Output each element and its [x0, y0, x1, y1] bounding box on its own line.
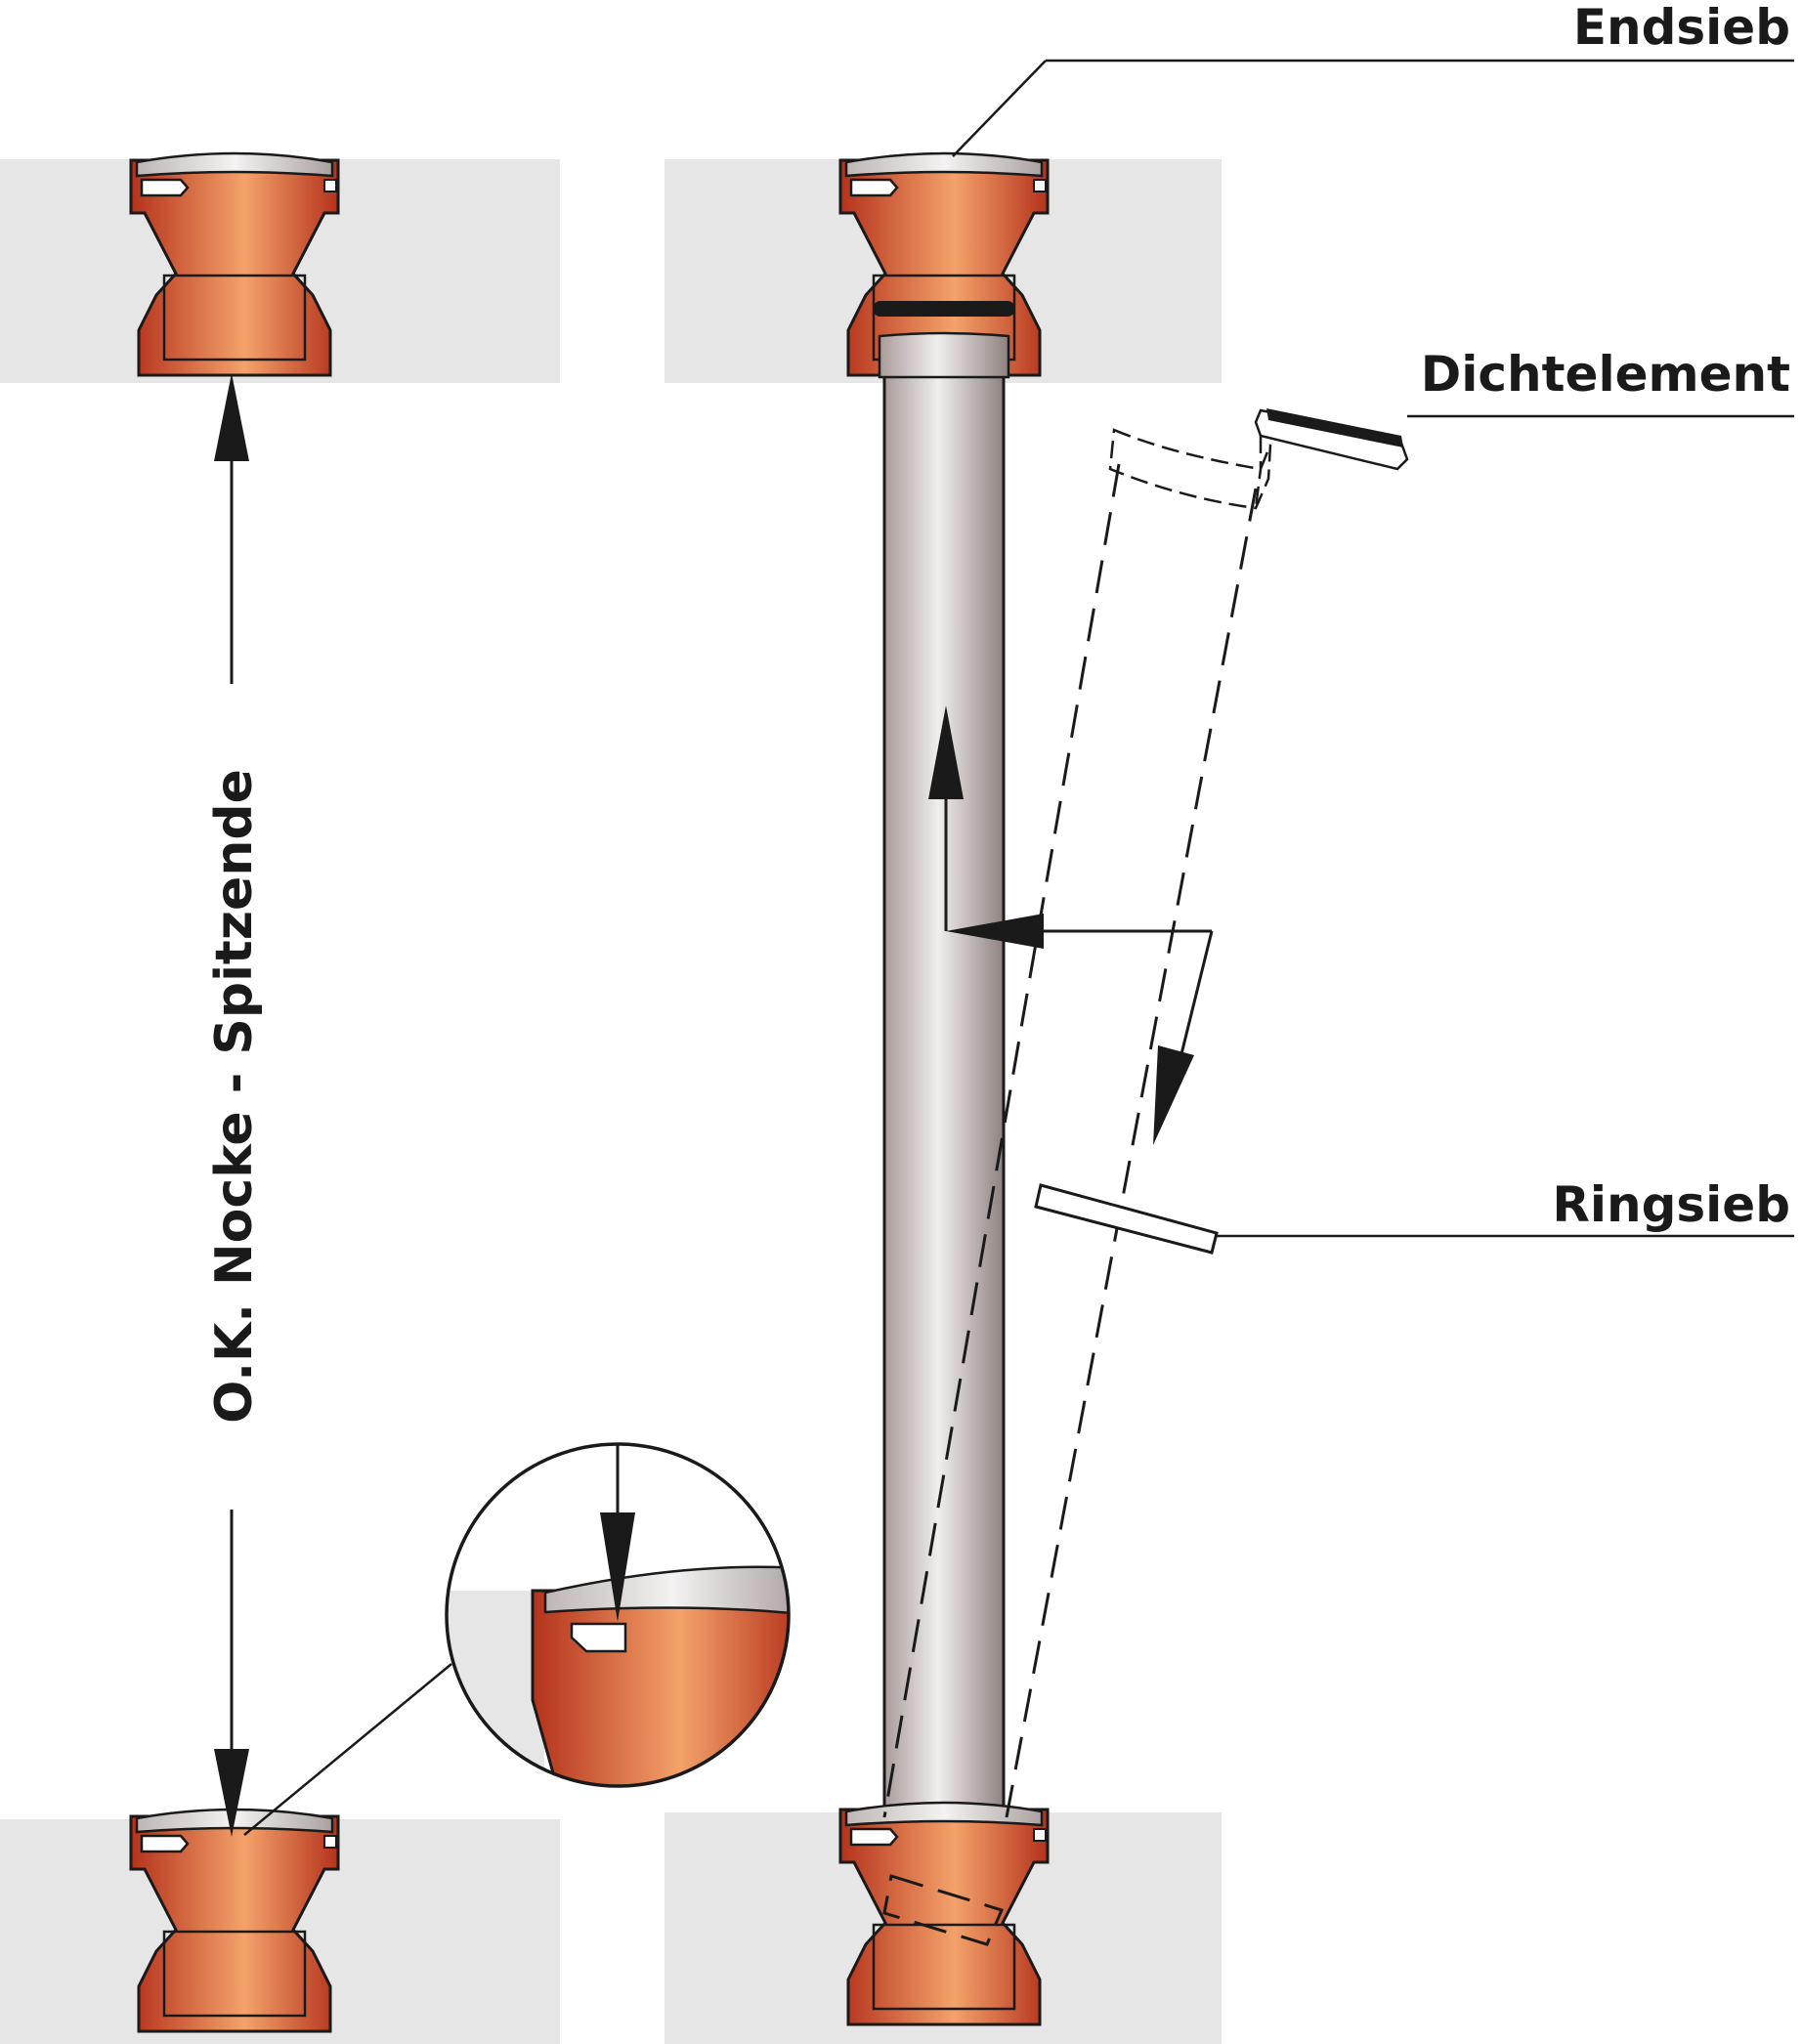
label-dichtelement: Dichtelement [1421, 346, 1790, 403]
endsieb-leader-diagonal [952, 60, 1047, 157]
dimension-label: O.K. Nocke - Spitzende [205, 769, 264, 1424]
bottom-socket-dashed-insert [882, 1874, 1005, 1946]
detail-leader-line [243, 1663, 452, 1836]
pipe-body [882, 369, 1006, 1824]
move-arrow-up-icon [928, 705, 964, 799]
detail-magnifier [445, 1442, 791, 1788]
move-arrow-down-icon [1153, 1045, 1194, 1145]
dichtelement-seal-black [1266, 408, 1403, 447]
dimension-arrow-up-icon [214, 373, 249, 461]
move-arrow-left-icon [946, 914, 1044, 949]
ringsieb-ring [1034, 1183, 1219, 1255]
seal-ring [873, 301, 1015, 317]
tilted-pipe-dashed [882, 410, 1272, 1818]
label-ringsieb: Ringsieb [1552, 1176, 1790, 1233]
spigot-end [878, 331, 1010, 379]
move-arrow-down-line [1176, 930, 1214, 1071]
dimension-arrow-down-icon [214, 1749, 249, 1837]
label-endsieb: Endsieb [1573, 0, 1790, 56]
